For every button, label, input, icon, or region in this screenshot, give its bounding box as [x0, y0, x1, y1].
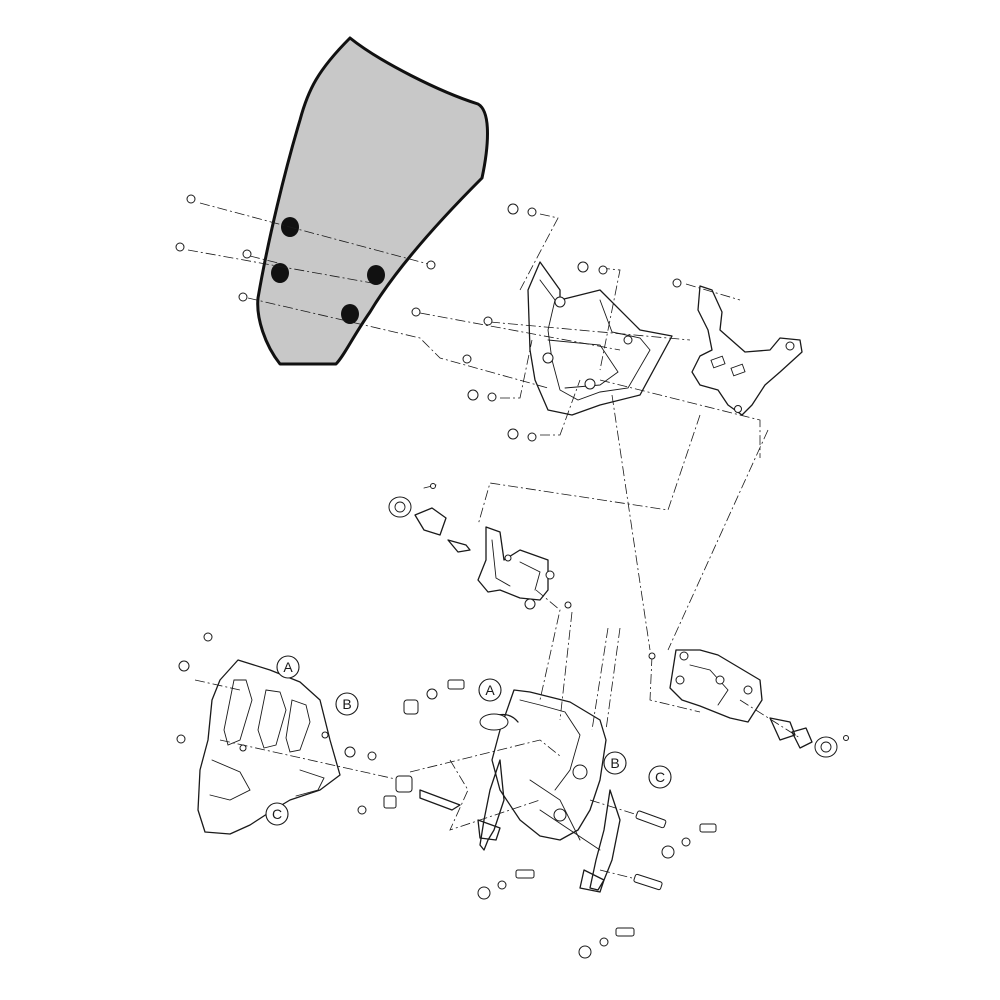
middle-adjuster-bracket	[477, 526, 572, 610]
callout-b-label: B	[342, 696, 351, 712]
lower-fairing-panel	[197, 659, 341, 835]
windscreen-mount-hole	[367, 265, 385, 285]
callout-b-label-right: B	[610, 755, 619, 771]
fastener-hardware	[175, 194, 717, 959]
knob-assembly-left	[388, 483, 471, 553]
side-mount-bracket-right	[691, 285, 803, 416]
callout-c-left: C	[265, 802, 289, 826]
lower-base-mechanism	[477, 689, 621, 893]
callout-c-label: C	[272, 806, 282, 822]
lower-mount-bracket-right	[648, 649, 763, 723]
callout-a-lower: A	[478, 678, 502, 702]
windscreen-panel	[256, 36, 489, 366]
callout-a-label-lower: A	[485, 682, 495, 698]
callout-c-label-right: C	[655, 769, 665, 785]
callout-a-upper: A	[276, 655, 300, 679]
windscreen	[256, 36, 489, 366]
assembly-leader-lines	[187, 202, 801, 886]
callout-a-label: A	[283, 659, 293, 675]
upper-mount-bracket	[527, 261, 673, 416]
callout-b-left: B	[335, 692, 359, 716]
callout-c-right: C	[648, 765, 672, 789]
windscreen-mount-hole	[341, 304, 359, 324]
windscreen-mount-hole	[271, 263, 289, 283]
callout-b-right: B	[603, 751, 627, 775]
knob-assembly-right	[769, 717, 849, 758]
